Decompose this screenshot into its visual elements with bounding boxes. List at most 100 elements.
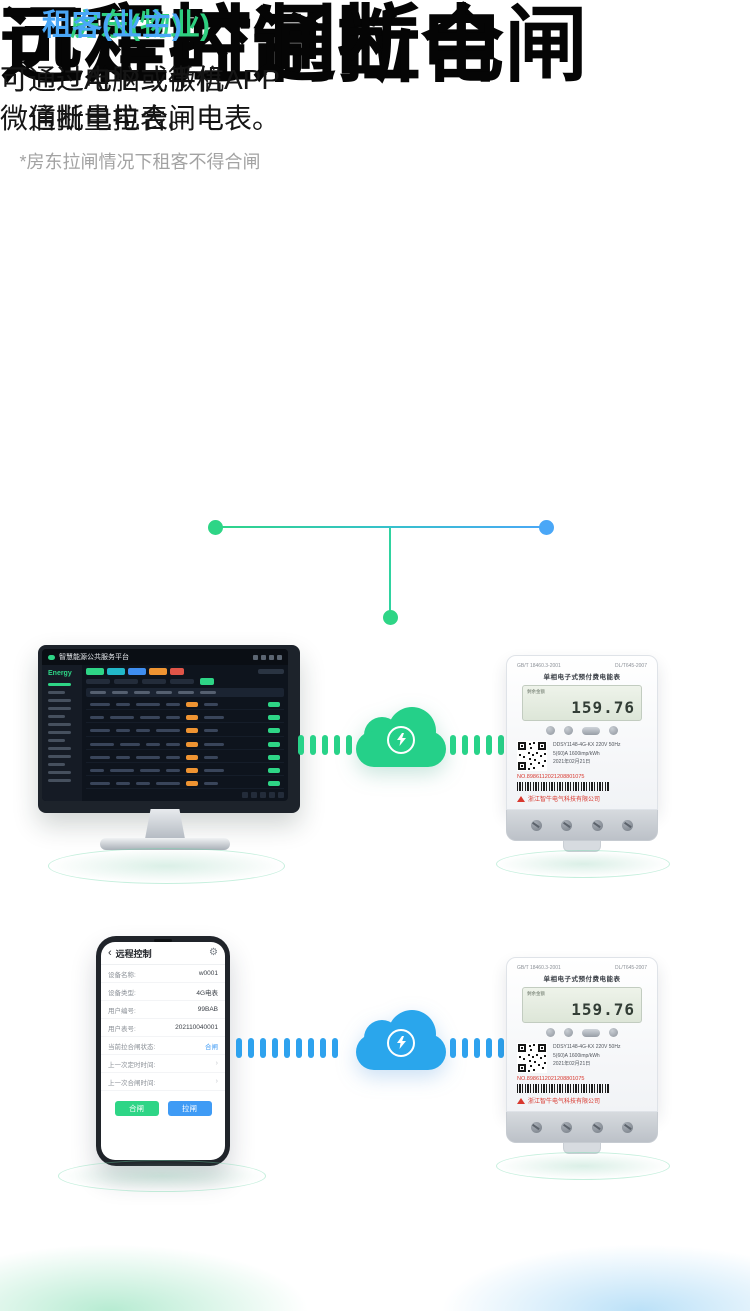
landlord-line2: 微信批量拉合闸电表。 — [0, 103, 281, 135]
screw-icon — [530, 819, 542, 831]
landlord-body: 可通过电脑或手机APP 微信批量拉合闸电表。 — [0, 60, 280, 138]
field-row[interactable]: 上一次定时时间: › — [101, 1055, 225, 1073]
row-action-button[interactable] — [268, 728, 280, 734]
connector-horizontal-line — [215, 526, 547, 528]
cloud-icon-green — [356, 705, 446, 767]
lightning-icon — [387, 1028, 415, 1057]
field-row-status: 当前拉合闸状态: 合闸 — [101, 1037, 225, 1055]
lightning-icon — [387, 725, 415, 754]
table-row — [86, 726, 284, 737]
monitor-stand-base — [100, 838, 230, 850]
dashboard-sidebar[interactable]: Energy — [42, 665, 82, 801]
row-action-button[interactable] — [268, 715, 280, 721]
meter-lcd: 剩余金额 159.76 — [522, 987, 642, 1023]
platform-logo-icon — [48, 654, 55, 660]
brand-logo-icon — [517, 795, 525, 802]
app-screen: ‹ 远程控制 ⚙ 设备名称: w0001 设备类型: 4G电表 用户编号: 99… — [101, 942, 225, 1160]
row-action-button[interactable] — [268, 754, 280, 760]
connector-vertical-line — [389, 528, 391, 614]
titlebar-icons[interactable] — [253, 654, 282, 660]
table-header — [86, 688, 284, 698]
signal-bars-left-blue — [236, 1038, 338, 1058]
table-row — [86, 753, 284, 763]
signal-bars-right-green — [450, 735, 504, 755]
qr-code — [517, 741, 547, 771]
dashboard-filters[interactable] — [86, 678, 284, 685]
lcd-reading: 159.76 — [571, 698, 635, 717]
landlord-column: 房东(物业) 可通过电脑或手机APP 微信批量拉合闸电表。 *房东拉闸情况下租客… — [0, 0, 280, 174]
meter-model: DDSY1148-4G-KX 220V 50Hz — [553, 742, 621, 748]
dashboard-action-buttons[interactable] — [86, 668, 284, 675]
brand-logo-icon — [517, 1097, 525, 1104]
monitor-shadow — [48, 848, 285, 884]
barcode — [517, 782, 609, 791]
meter-spec-block: DDSY1148-4G-KX 220V 50Hz 5(60)A 1600imp/… — [553, 741, 647, 767]
meter-buttons[interactable] — [517, 1028, 647, 1037]
row-action-button[interactable] — [268, 741, 280, 747]
pull-gate-button[interactable]: 拉闸 — [167, 1101, 212, 1116]
meter-buttons[interactable] — [517, 726, 647, 735]
table-row — [86, 713, 284, 724]
table-row — [86, 740, 284, 750]
electric-meter: GB/T 18460.3-2001 DL/T645-2007 单相电子式预付费电… — [506, 957, 658, 1154]
row-action-button[interactable] — [268, 780, 280, 786]
screw-icon — [561, 1121, 573, 1133]
table-row — [86, 766, 284, 776]
tenant-heading: 租客(业主) — [42, 9, 182, 42]
field-row[interactable]: 上一次合闸时间: › — [101, 1073, 225, 1091]
meter-shadow — [496, 850, 670, 878]
energy-logo: Energy — [48, 670, 72, 677]
meter-face: GB/T 18460.3-2001 DL/T645-2007 单相电子式预付费电… — [506, 655, 658, 810]
lcd-reading: 159.76 — [571, 1000, 635, 1019]
dashboard-titlebar: 智慧能源公共服务平台 — [42, 649, 288, 665]
row-action-button[interactable] — [268, 767, 280, 773]
meter-serial: NO.8986112021208801075 — [517, 774, 585, 780]
hero-title-line1: 远程控制拉合闸 — [0, 0, 589, 92]
table-row — [86, 779, 284, 789]
gear-icon[interactable]: ⚙ — [209, 947, 218, 958]
status-badge — [186, 715, 198, 721]
status-badge — [186, 754, 198, 760]
screw-icon — [530, 1121, 542, 1133]
back-chevron-icon[interactable]: ‹ — [108, 946, 112, 959]
lcd-label: 剩余金额 — [527, 689, 545, 694]
barcode — [517, 1084, 609, 1093]
table-pagination[interactable] — [86, 792, 284, 798]
screw-icon — [591, 1121, 603, 1133]
smartphone: ‹ 远程控制 ⚙ 设备名称: w0001 设备类型: 4G电表 用户编号: 99… — [96, 936, 230, 1166]
status-badge — [186, 767, 198, 773]
tenant-line1: 可通过APP或微信 — [0, 64, 225, 95]
meter-spec: 5(60)A 1600imp/kWh — [553, 750, 600, 757]
phone-shadow — [58, 1160, 266, 1192]
screw-icon — [591, 819, 603, 831]
meter-shadow — [496, 1152, 670, 1180]
app-button-row: 合闸 拉闸 — [101, 1091, 225, 1116]
search-button[interactable] — [200, 678, 214, 685]
meter-name: 单相电子式预付费电能表 — [543, 674, 621, 681]
landlord-heading: 房东(物业) — [70, 9, 210, 42]
chevron-right-icon: › — [215, 1060, 218, 1067]
app-header: ‹ 远程控制 ⚙ — [101, 942, 225, 965]
phone-speaker — [154, 938, 172, 942]
tenant-body: 可通过APP或微信 通断电电表。 — [0, 60, 224, 138]
meter-standard-left: GB/T 18460.3-2001 — [517, 663, 561, 669]
chevron-right-icon: › — [215, 1078, 218, 1085]
signal-bars-right-blue — [450, 1038, 504, 1058]
dashboard-main — [82, 665, 288, 801]
close-gate-button[interactable]: 合闸 — [114, 1101, 159, 1116]
brand-name: 浙江智牛电气科技有限公司 — [528, 797, 601, 803]
meter-lcd: 剩余金额 159.76 — [522, 685, 642, 721]
monitor-stand-neck — [145, 809, 185, 839]
connector-dot-bottom — [383, 610, 398, 625]
app-title: 远程控制 — [115, 948, 152, 959]
row-action-button[interactable] — [268, 702, 280, 708]
status-badge — [186, 780, 198, 786]
landlord-note: *房东拉闸情况下租客不得合闸 — [19, 152, 261, 173]
cloud-icon-blue — [356, 1008, 446, 1070]
meter-date: 2021年02月21日 — [553, 759, 591, 765]
meter-spec-block: DDSY1148-4G-KX 220V 50Hz 5(60)A 1600imp/… — [553, 1044, 621, 1067]
meter-terminal-cover — [506, 1112, 658, 1143]
electric-meter: GB/T 18460.3-2001 DL/T645-2007 单相电子式预付费电… — [506, 655, 658, 852]
field-row: 用户表号: 202110040001 — [101, 1019, 225, 1037]
